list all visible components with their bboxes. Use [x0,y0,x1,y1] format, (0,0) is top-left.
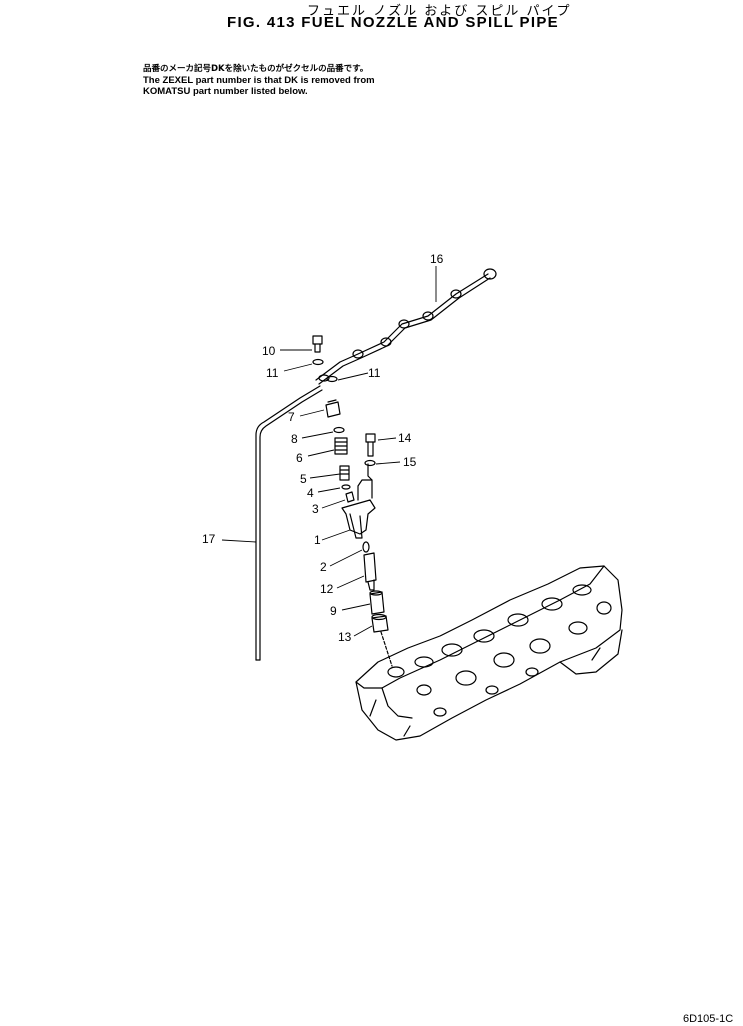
figure-title-japanese: フュエル ノズル および スピル パイプ [307,4,572,19]
callout-13: 13 [338,630,352,644]
dowel [362,541,370,553]
callout-10: 10 [262,344,276,358]
callout-6: 6 [296,451,303,465]
callout-3: 3 [312,502,319,516]
nozzle-spring [334,437,348,455]
spill-pipe [315,268,497,385]
callout-7: 7 [288,410,295,424]
callout-labels: 10 11 11 7 8 6 5 4 3 1 2 12 9 13 14 15 1… [202,252,444,644]
pin [345,491,355,503]
nozzle-tip [363,552,377,591]
note-line-1: The ZEXEL part number is that DK is remo… [143,75,375,86]
nozzle-holder [341,463,376,539]
drawing-code: 6D105-1C [683,1013,734,1025]
callout-12: 12 [320,582,334,596]
note-line-2: KOMATSU part number listed below. [143,86,308,97]
callout-11: 11 [266,366,279,380]
callout-8: 8 [291,432,298,446]
nozzle-gasket [371,613,389,633]
callout-1: 1 [314,533,321,547]
retaining-nut [325,399,341,418]
gasket [326,375,338,383]
eye-bolt [312,335,323,353]
note-japanese: 品番のメーカ記号DKを除いたものがゼクセルの品番です。 [143,64,369,74]
nozzle-sleeve [369,590,385,615]
callout-14: 14 [398,431,412,445]
figure-title: FIG. 413 FUEL NOZZLE AND SPILL PIPE [227,14,559,31]
cylinder-head [355,565,623,741]
gasket [312,358,324,366]
callout-5: 5 [300,472,307,486]
nozzle-bolt [365,433,376,457]
callout-9: 9 [330,604,337,618]
washer [364,459,376,467]
callout-11: 11 [368,366,381,380]
o-ring [333,426,345,434]
callout-16: 16 [430,252,444,266]
callout-2: 2 [320,560,327,574]
spring-seat [339,465,350,481]
assembly-guide-line [380,631,393,667]
return-tube [255,385,323,661]
callout-4: 4 [307,486,314,500]
callout-17: 17 [202,532,216,546]
callout-15: 15 [403,455,417,469]
shim [341,484,351,490]
leader-lines [221,266,437,637]
